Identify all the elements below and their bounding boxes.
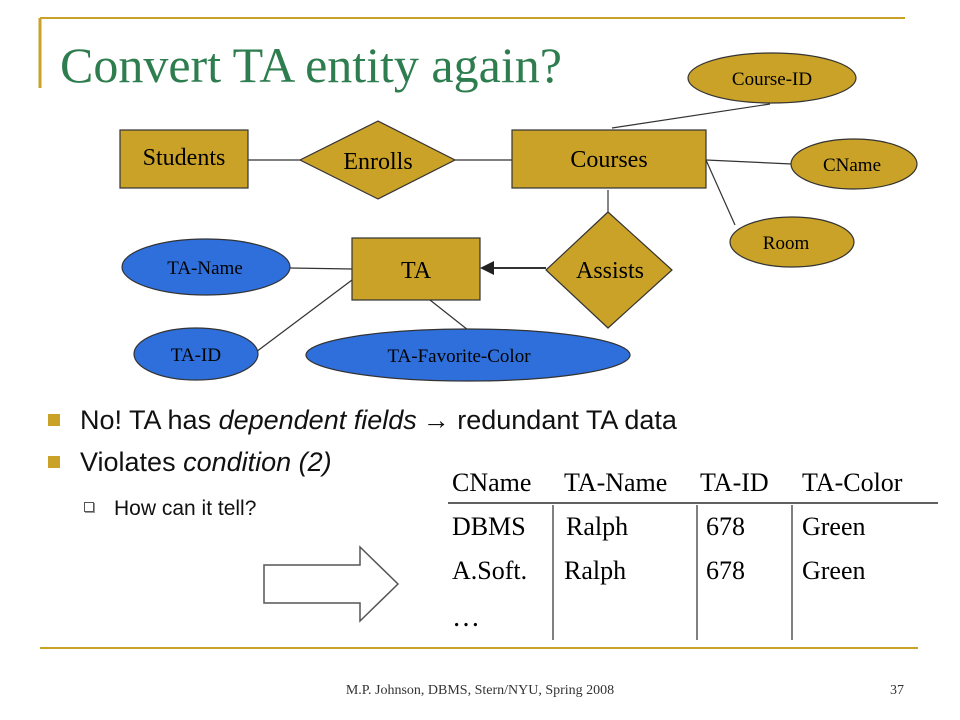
table-cell: A.Soft.	[452, 556, 528, 585]
table-cell: Ralph	[564, 556, 627, 585]
attribute-ta-id-label: TA-ID	[171, 345, 221, 366]
attribute-cname-label: CName	[823, 155, 881, 176]
relationship-assists-label: Assists	[576, 258, 644, 284]
table-header-ta-name: TA-Name	[564, 468, 668, 497]
attribute-cname	[790, 138, 918, 190]
attribute-ta-id	[133, 327, 259, 381]
attribute-ta-name	[121, 238, 291, 296]
bullet-1-emphasis: dependent fields	[218, 405, 417, 435]
attribute-room-label: Room	[763, 233, 810, 254]
entity-ta-label: TA	[401, 258, 432, 284]
table-cell: Green	[802, 556, 866, 585]
arrow-right-icon: →	[422, 405, 450, 435]
table-header-ta-color: TA-Color	[802, 468, 903, 497]
arrowhead-to-ta	[480, 261, 494, 275]
bullet-1-post: redundant TA data	[449, 405, 677, 435]
attribute-ta-favorite-color	[305, 328, 631, 382]
relationship-assists	[545, 211, 673, 329]
entity-students	[119, 129, 249, 189]
attribute-course-id	[687, 52, 857, 104]
relationship-enrolls-label: Enrolls	[343, 149, 412, 175]
bullet-2-pre: Violates	[80, 447, 184, 477]
table-ellipsis: …	[452, 602, 480, 633]
bullet-1: No! TA has dependent fields→ redundant T…	[48, 405, 677, 436]
sub-bullet-1: How can it tell?	[84, 497, 256, 521]
sub-bullet-square-icon	[84, 502, 94, 513]
bullet-square-icon	[48, 413, 60, 426]
page-number: 37	[890, 683, 904, 698]
attribute-course-id-label: Course-ID	[732, 69, 812, 90]
table-cell: 678	[706, 512, 745, 541]
bullet-square-icon	[48, 455, 60, 468]
bullet-2: Violates condition (2)	[48, 447, 332, 478]
bullet-1-pre: No! TA has	[80, 405, 219, 435]
table-cell: DBMS	[452, 512, 526, 541]
relationship-enrolls	[298, 120, 457, 200]
entity-courses-label: Courses	[570, 147, 647, 173]
right-arrow-icon	[263, 545, 400, 623]
attribute-ta-name-label: TA-Name	[167, 258, 243, 279]
entity-courses	[511, 129, 707, 189]
bullet-2-emphasis: condition (2)	[183, 447, 332, 477]
entity-students-label: Students	[143, 145, 226, 171]
table-cell: 678	[706, 556, 745, 585]
slide-title: Convert TA entity again?	[60, 37, 562, 93]
table-header-cname: CName	[452, 468, 532, 497]
entity-ta	[351, 237, 481, 301]
sub-bullet-1-text: How can it tell?	[114, 497, 257, 520]
table-cell: Green	[802, 512, 866, 541]
slide-footer: M.P. Johnson, DBMS, Stern/NYU, Spring 20…	[345, 683, 615, 698]
connector-lines	[248, 103, 793, 353]
table-cell: Ralph	[566, 512, 629, 541]
attribute-room	[729, 216, 855, 268]
table-header-ta-id: TA-ID	[700, 468, 769, 497]
attribute-ta-favorite-color-label: TA-Favorite-Color	[387, 346, 531, 367]
